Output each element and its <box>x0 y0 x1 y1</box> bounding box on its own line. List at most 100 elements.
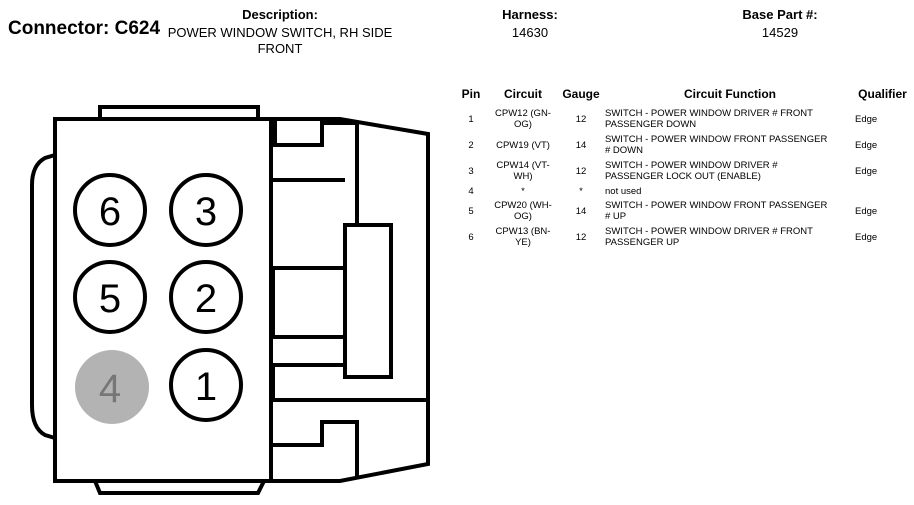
cell-function: SWITCH - POWER WINDOW FRONT PASSENGER# D… <box>605 132 855 158</box>
pin-1-label: 1 <box>195 365 217 409</box>
cell-circuit-line1: * <box>521 185 525 197</box>
cell-circuit-line1: CPW20 (WH- <box>494 200 552 211</box>
cell-function-line2: PASSENGER LOCK OUT (ENABLE) <box>605 171 761 182</box>
cell-gauge: 14 <box>575 139 587 151</box>
table-row: 6 CPW13 (BN-YE) 12 SWITCH - POWER WINDOW… <box>453 224 910 250</box>
header-circuit: Circuit <box>503 87 542 101</box>
connector-middle-channel <box>271 266 345 339</box>
header-qualifier: Qualifier <box>858 87 907 101</box>
description-label: Description: <box>242 7 318 22</box>
connector-top-latch <box>273 119 324 147</box>
pin-5-label: 5 <box>99 277 121 321</box>
cell-circuit-line2: YE) <box>515 237 531 248</box>
cell-qualifier <box>855 184 910 198</box>
cell-pin: 3 <box>468 165 474 177</box>
cell-qualifier: Edge <box>855 165 878 177</box>
pin-4-label: 4 <box>99 367 121 411</box>
cell-gauge: 14 <box>575 205 587 217</box>
cell-function-line1: not used <box>605 185 642 197</box>
cell-circuit: * <box>489 184 557 198</box>
cell-circuit-line1: CPW19 (VT) <box>496 139 550 151</box>
cell-pin: 1 <box>468 113 474 125</box>
pin-6: 6 <box>73 173 147 247</box>
table-row: 4 * * not used <box>453 184 910 198</box>
pin-table: Pin Circuit Gauge Circuit Function Quali… <box>453 85 910 250</box>
base-part-value: 14529 <box>761 25 799 40</box>
cell-gauge: 12 <box>575 165 587 177</box>
table-row: 3 CPW14 (VT-WH) 12 SWITCH - POWER WINDOW… <box>453 158 910 184</box>
cell-circuit-line2: OG) <box>514 119 532 130</box>
cell-function: SWITCH - POWER WINDOW FRONT PASSENGER# U… <box>605 198 855 224</box>
cell-circuit-line1: CPW13 (BN- <box>495 226 551 237</box>
table-row: 1 CPW12 (GN-OG) 12 SWITCH - POWER WINDOW… <box>453 106 910 132</box>
table-row: 2 CPW19 (VT) 14 SWITCH - POWER WINDOW FR… <box>453 132 910 158</box>
cell-pin: 2 <box>468 139 474 151</box>
header-gauge: Gauge <box>562 87 600 101</box>
cell-circuit-line1: CPW14 (VT- <box>496 160 550 171</box>
cell-qualifier: Edge <box>855 113 878 125</box>
connector-bottom-latch <box>271 420 359 477</box>
cell-qualifier: Edge <box>855 205 878 217</box>
cell-function-line2: # DOWN <box>605 145 643 156</box>
pin-3: 3 <box>169 173 243 247</box>
pin-6-circle <box>73 173 147 247</box>
connector-lower-channel <box>271 363 428 402</box>
cell-function-line1: SWITCH - POWER WINDOW FRONT PASSENGER <box>605 134 828 145</box>
cell-function-line1: SWITCH - POWER WINDOW DRIVER # FRONT <box>605 226 813 237</box>
connector-title: Connector: C624 <box>8 18 161 39</box>
cell-circuit-line2: OG) <box>514 211 532 222</box>
description-value: POWER WINDOW SWITCH, RH SIDE FRONT <box>160 25 400 57</box>
pin-1: 1 <box>169 348 243 422</box>
pin-2: 2 <box>169 260 243 334</box>
pin-3-label: 3 <box>195 190 217 234</box>
description-line-1: POWER WINDOW SWITCH, RH SIDE <box>167 25 393 40</box>
cell-circuit: CPW19 (VT) <box>489 132 557 158</box>
connector-right-profile <box>271 117 430 483</box>
cell-function: not used <box>605 184 855 198</box>
cell-circuit-line1: CPW12 (GN- <box>495 108 551 119</box>
cell-function-line2: PASSENGER UP <box>605 237 680 248</box>
connector-upper-channel <box>269 121 359 225</box>
pin-4-circle <box>75 350 149 424</box>
table-row: 5 CPW20 (WH-OG) 14 SWITCH - POWER WINDOW… <box>453 198 910 224</box>
pin-5: 5 <box>73 260 147 334</box>
base-part-label: Base Part #: <box>742 7 818 22</box>
pin-4: 4 <box>75 350 149 424</box>
connector-top-tab <box>98 105 260 119</box>
cell-qualifier: Edge <box>855 139 878 151</box>
pin-2-circle <box>169 260 243 334</box>
cell-function: SWITCH - POWER WINDOW DRIVER #PASSENGER … <box>605 158 855 184</box>
pin-6-label: 6 <box>99 190 121 234</box>
cell-function-line1: SWITCH - POWER WINDOW DRIVER # FRONT <box>605 108 813 119</box>
cell-circuit: CPW13 (BN-YE) <box>489 224 557 250</box>
harness-label: Harness: <box>502 7 558 22</box>
header-circuit-function: Circuit Function <box>684 87 776 101</box>
cell-function-line2: # UP <box>605 211 627 222</box>
cell-circuit: CPW12 (GN-OG) <box>489 106 557 132</box>
description-line-2: FRONT <box>257 41 303 56</box>
cell-pin: 4 <box>468 185 474 197</box>
pin-5-circle <box>73 260 147 334</box>
cell-circuit: CPW20 (WH-OG) <box>489 198 557 224</box>
connector-left-bulge <box>30 153 56 440</box>
cell-function-line1: SWITCH - POWER WINDOW FRONT PASSENGER <box>605 200 828 211</box>
harness-value: 14630 <box>511 25 549 40</box>
pin-1-circle <box>169 348 243 422</box>
pin-3-circle <box>169 173 243 247</box>
cell-circuit-line2: WH) <box>513 171 533 182</box>
cell-gauge: * <box>579 185 583 197</box>
pin-table-header-row: Pin Circuit Gauge Circuit Function Quali… <box>453 85 910 106</box>
pin-2-label: 2 <box>195 277 217 321</box>
cell-function-line1: SWITCH - POWER WINDOW DRIVER # <box>605 160 778 171</box>
connector-bottom-tab <box>93 480 266 495</box>
cell-qualifier: Edge <box>855 231 878 243</box>
cell-pin: 6 <box>468 231 474 243</box>
connector-middle-boss <box>343 223 393 379</box>
cell-function-line2: PASSENGER DOWN <box>605 119 697 130</box>
cell-pin: 5 <box>468 205 474 217</box>
cell-gauge: 12 <box>575 231 587 243</box>
cell-circuit: CPW14 (VT-WH) <box>489 158 557 184</box>
